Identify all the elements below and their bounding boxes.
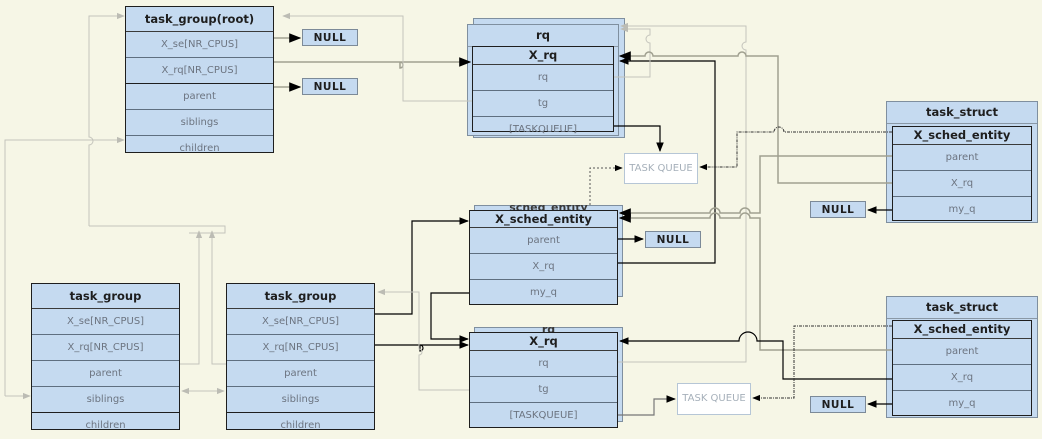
child2-field-parent: parent [227, 361, 374, 387]
child1-field-children: children [85, 420, 126, 431]
wire-child2-parent-up [208, 230, 226, 365]
wire-child2-rq [375, 341, 469, 352]
root-field-children: children [179, 143, 220, 154]
child1-title: task_group [32, 284, 179, 309]
group-se-field-parent: parent [470, 228, 617, 254]
null-root-se: NULL [302, 29, 358, 46]
wire-ts2-xrq [619, 331, 892, 380]
ts2-se-title: X_sched_entity [893, 321, 1031, 339]
ts1-se-title: X_sched_entity [893, 127, 1031, 145]
ts1-field-parent: parent [893, 145, 1031, 171]
wire-group-rq-rq [618, 22, 747, 363]
group-x-rq: X_rq rq tg [TASKQUEUE] [469, 332, 618, 428]
root-rq-outer-title: rq [468, 25, 618, 47]
wire-parent-collector [89, 225, 226, 234]
child1-field-siblings: siblings [32, 387, 179, 413]
task-struct-1-sched-entity: X_sched_entity parent X_rq my_q [892, 126, 1032, 221]
wire-group-rq-taskqueue [618, 395, 676, 416]
group-rq-back-title: rq [475, 327, 622, 337]
root-x-rq-field-tg: tg [473, 91, 613, 117]
group-x-rq-field-rq: rq [470, 351, 617, 377]
child-task-group-2: task_group X_se[NR_CPUS] X_rq[NR_CPUS] p… [226, 283, 375, 431]
root-task-group-title: task_group(root) [126, 7, 273, 32]
null-root-parent: NULL [302, 78, 358, 95]
ts2-field-x-rq: X_rq [893, 365, 1031, 391]
wire-ts1-se-taskqueue [699, 126, 892, 171]
null-ts1-my-q: NULL [810, 201, 866, 218]
child2-field-siblings: siblings [227, 387, 374, 413]
group-x-rq-title: X_rq [470, 333, 617, 351]
null-group-se-parent: NULL [645, 231, 701, 248]
wire-root-rq-to-xrq [274, 57, 472, 69]
group-x-rq-field-tg: tg [470, 377, 617, 403]
root-x-rq-field-taskqueue: [TASKQUEUE] [508, 124, 578, 135]
group-se-title: X_sched_entity [470, 211, 617, 228]
wire-group-rq-tg [377, 288, 469, 391]
child2-field-children: children [280, 420, 321, 431]
null-ts2-my-q: NULL [810, 396, 866, 413]
root-field-x-se: X_se[NR_CPUS] [126, 32, 273, 58]
group-se-back-title: sched_entity [475, 205, 622, 215]
group-se-field-x-rq: X_rq [470, 254, 617, 280]
ts1-field-x-rq: X_rq [893, 171, 1031, 197]
root-x-rq: X_rq rq tg [TASKQUEUE] [472, 46, 614, 135]
child2-field-x-se: X_se[NR_CPUS] [227, 309, 374, 335]
task-queue-root: TASK QUEUE [624, 153, 698, 184]
wire-group-se-myq [430, 292, 469, 343]
wire-ts2-se-taskqueue [752, 325, 892, 402]
root-field-x-rq: X_rq[NR_CPUS] [126, 58, 273, 84]
root-task-group: task_group(root) X_se[NR_CPUS] X_rq[NR_C… [125, 6, 274, 154]
child2-field-x-rq: X_rq[NR_CPUS] [227, 335, 374, 361]
task-struct-2-title: task_struct [887, 297, 1037, 319]
root-field-siblings: siblings [126, 110, 273, 136]
wire-group-se-taskqueue [589, 164, 623, 205]
task-queue-group: TASK QUEUE [677, 383, 751, 415]
root-field-parent: parent [126, 84, 273, 110]
child1-field-x-se: X_se[NR_CPUS] [32, 309, 179, 335]
group-se-field-my-q: my_q [529, 287, 557, 298]
ts1-field-my-q: my_q [948, 204, 976, 215]
group-sched-entity: X_sched_entity parent X_rq my_q [469, 210, 618, 305]
ts2-field-my-q: my_q [948, 398, 976, 409]
ts2-field-parent: parent [893, 339, 1031, 365]
root-x-rq-field-rq: rq [473, 65, 613, 91]
task-struct-1-title: task_struct [887, 102, 1037, 124]
task-struct-2-sched-entity: X_sched_entity parent X_rq my_q [892, 320, 1032, 416]
child2-title: task_group [227, 284, 374, 309]
child1-field-parent: parent [32, 361, 179, 387]
root-x-rq-title: X_rq [473, 47, 613, 65]
wire-child1-parent-up [180, 230, 203, 365]
wire-child2-se [375, 217, 469, 315]
child-task-group-1: task_group X_se[NR_CPUS] X_rq[NR_CPUS] p… [31, 283, 180, 431]
group-x-rq-field-taskqueue: [TASKQUEUE] [509, 410, 578, 421]
wire-root-parent-link [88, 12, 125, 226]
child1-field-x-rq: X_rq[NR_CPUS] [32, 335, 179, 361]
